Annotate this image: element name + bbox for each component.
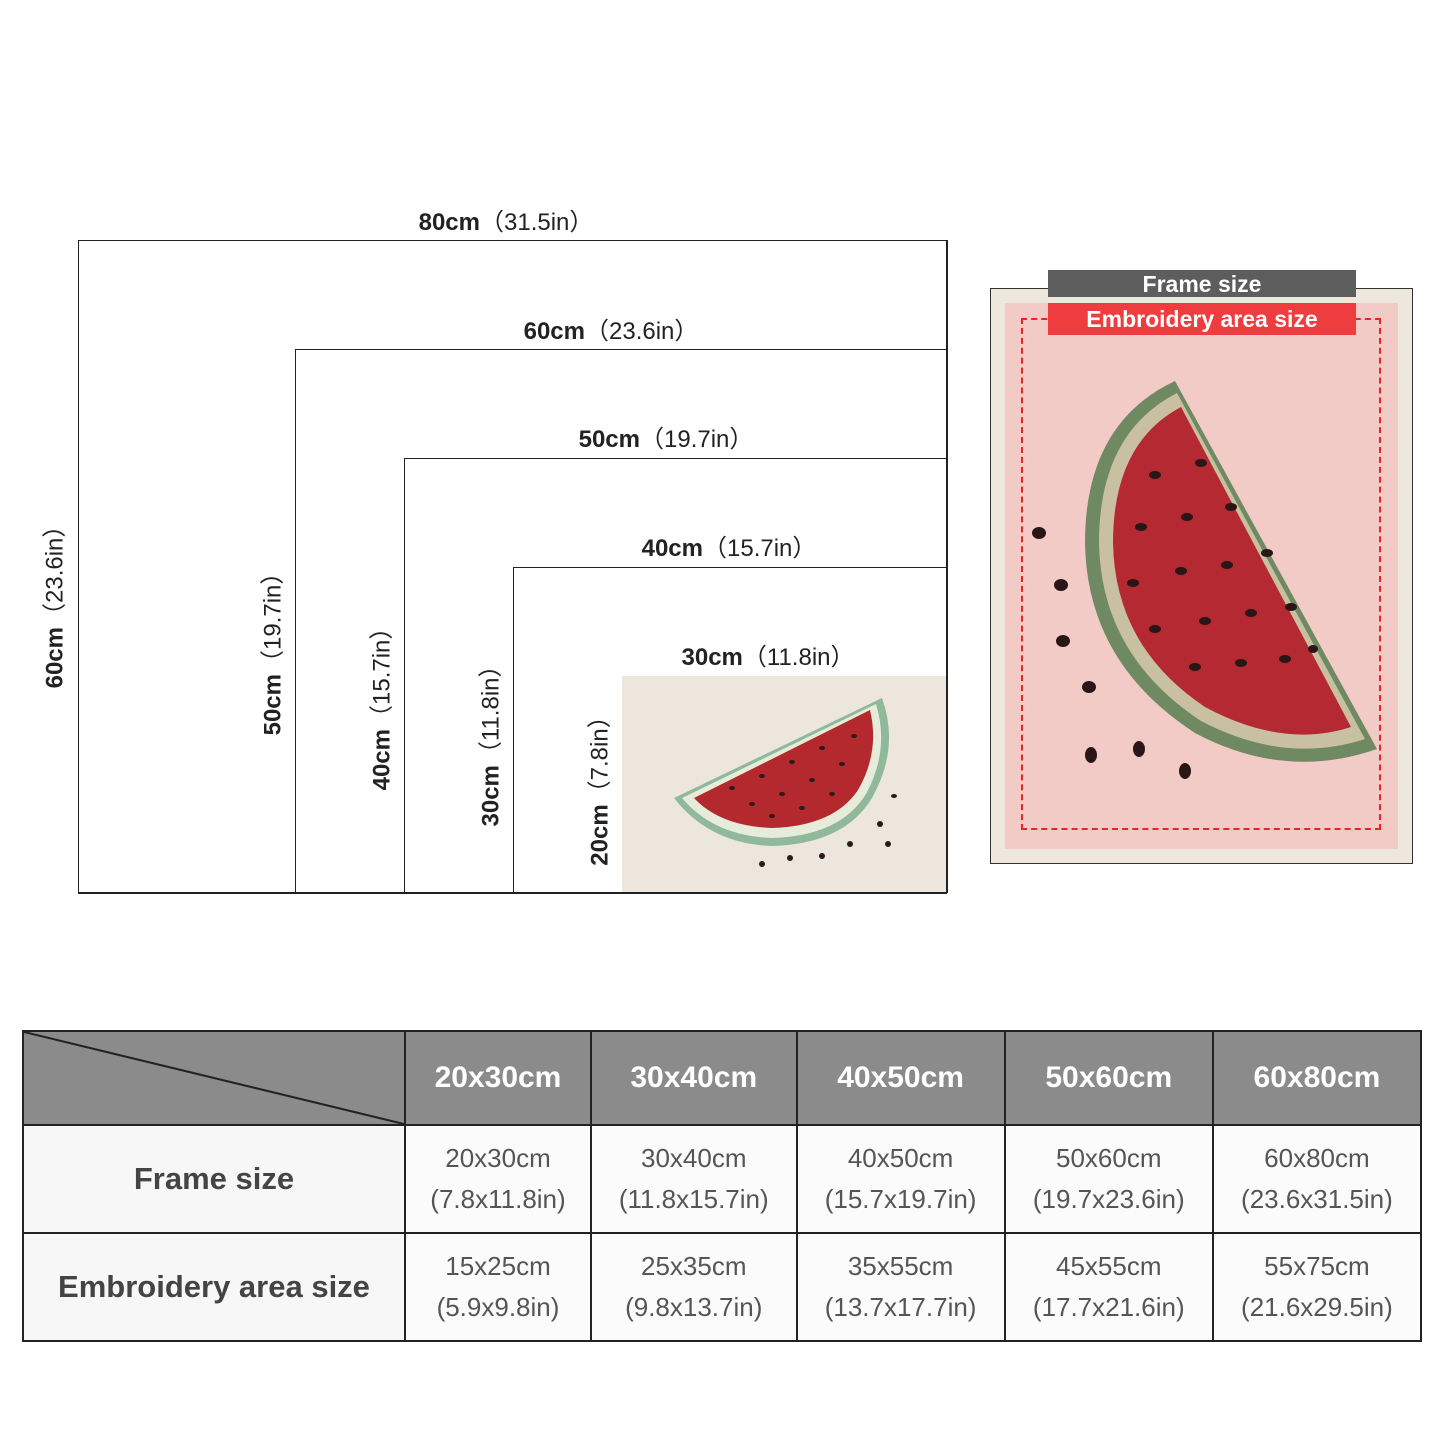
frame-size-tag: Frame size: [1048, 270, 1356, 297]
size-table: 20x30cm 30x40cm 40x50cm 50x60cm 60x80cm …: [22, 1030, 1423, 1342]
table-cell: 35x55cm(13.7x17.7in): [795, 1232, 1006, 1342]
table-cell: 55x75cm(21.6x29.5in): [1211, 1232, 1423, 1342]
width-label-50: 50cm（19.7in）: [578, 426, 754, 453]
column-header: 40x50cm: [795, 1030, 1006, 1126]
height-label-60: 60cm（23.6in）: [41, 513, 69, 689]
embroidery-preview: [990, 288, 1413, 864]
preview-fabric: [1005, 303, 1398, 849]
table-row: Frame size 20x30cm(7.8x11.8in) 30x40cm(1…: [22, 1124, 1423, 1234]
table-cell: 50x60cm(19.7x23.6in): [1003, 1124, 1214, 1234]
embroidery-area-tag: Embroidery area size: [1048, 303, 1356, 335]
width-label-40: 40cm（15.7in）: [641, 535, 817, 562]
column-header: 20x30cm: [404, 1030, 592, 1126]
table-cell: 45x55cm(17.7x21.6in): [1003, 1232, 1214, 1342]
height-label-20: 20cm（7.8in）: [586, 704, 614, 866]
embroidery-area-outline: [1021, 318, 1381, 830]
column-header: 30x40cm: [589, 1030, 798, 1126]
diagonal-divider: [24, 1032, 404, 1124]
frame-outline-60x50: [295, 349, 947, 893]
height-label-30: 30cm（11.8in）: [477, 653, 505, 827]
table-cell: 60x80cm(23.6x31.5in): [1211, 1124, 1423, 1234]
watermelon-illustration-large: [1032, 381, 1377, 779]
frame-right-edge: [946, 240, 948, 893]
table-cell: 30x40cm(11.8x15.7in): [589, 1124, 798, 1234]
table-header-row: 20x30cm 30x40cm 40x50cm 50x60cm 60x80cm: [22, 1030, 1423, 1126]
row-label-frame-size: Frame size: [22, 1124, 406, 1234]
row-label-embroidery-area-size: Embroidery area size: [22, 1232, 406, 1342]
width-label-30: 30cm（11.8in）: [681, 644, 855, 671]
frame-outline-50x40: [404, 458, 947, 893]
width-label-60: 60cm（23.6in）: [523, 318, 699, 345]
column-header: 50x60cm: [1003, 1030, 1214, 1126]
frame-outline-80x60: [78, 240, 947, 893]
height-label-40: 40cm（15.7in）: [368, 615, 396, 791]
frame-bottom-edge: [78, 892, 947, 894]
table-cell: 40x50cm(15.7x19.7in): [795, 1124, 1006, 1234]
width-label-80: 80cm（31.5in）: [418, 209, 594, 236]
table-cell: 20x30cm(7.8x11.8in): [404, 1124, 592, 1234]
frame-outline-40x30: [513, 567, 947, 893]
watermelon-thumbnail: [622, 676, 946, 892]
watermelon-illustration-small: [674, 698, 897, 867]
column-header: 60x80cm: [1211, 1030, 1423, 1126]
table-row: Embroidery area size 15x25cm(5.9x9.8in) …: [22, 1232, 1423, 1342]
table-cell: 25x35cm(9.8x13.7in): [589, 1232, 798, 1342]
height-label-50: 50cm（19.7in）: [259, 560, 287, 736]
table-cell: 15x25cm(5.9x9.8in): [404, 1232, 592, 1342]
table-corner-cell: [22, 1030, 406, 1126]
